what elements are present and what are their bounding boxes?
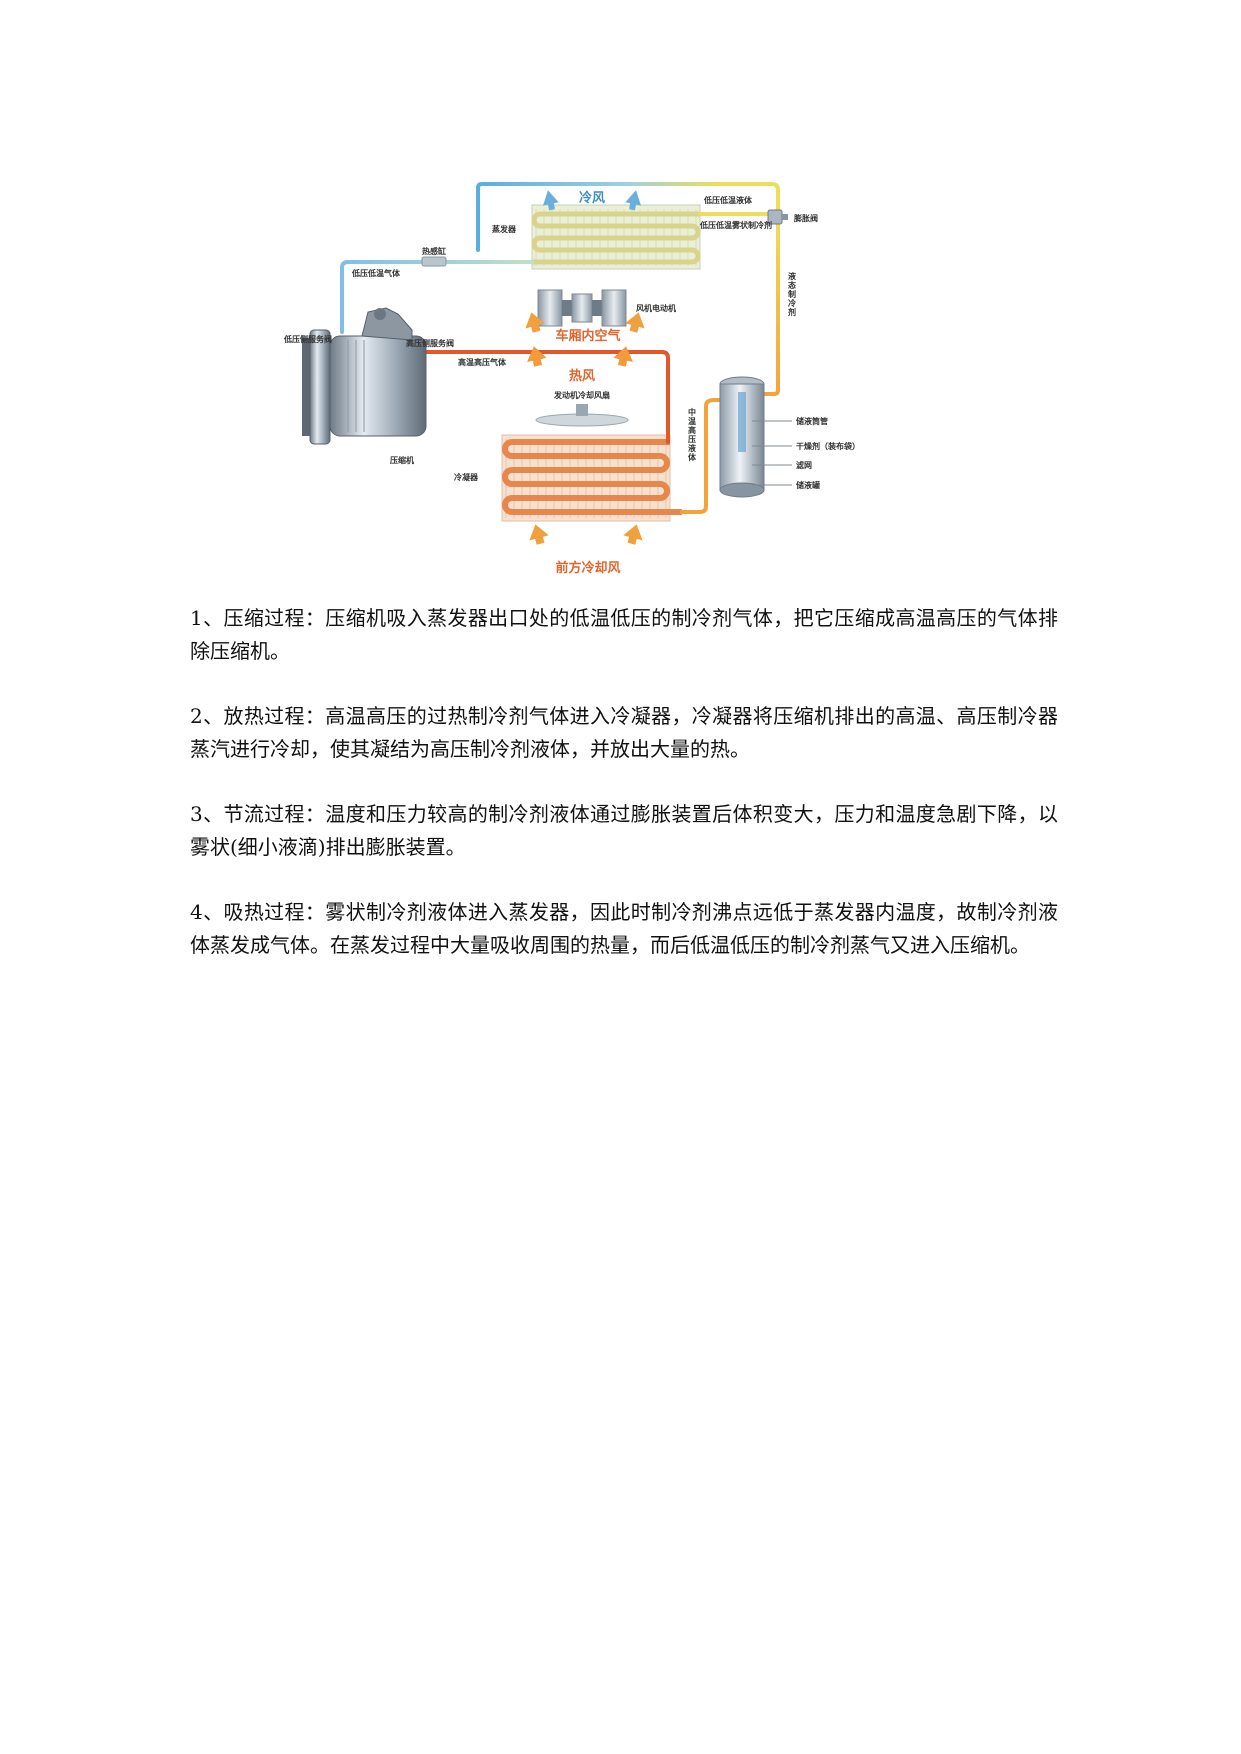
paragraph-heat-absorption: 4、吸热过程：雾状制冷剂液体进入蒸发器，因此时制冷剂沸点远低于蒸发器内温度，故制… — [190, 900, 1058, 957]
line-mid-press-liquid — [680, 398, 724, 514]
line-top-cold — [476, 182, 780, 252]
label-thermal-bulb: 热感缸 — [422, 246, 446, 256]
condenser — [501, 434, 682, 522]
label-receiver-tube: 储液筒管 — [795, 416, 828, 426]
label-high-temp-high-press-gas: 高温高压气体 — [458, 357, 507, 367]
paragraph-throttling: 3、节流过程：温度和压力较高的制冷剂液体通过膨胀装置后体积变大，压力和温度急剧下… — [190, 802, 1058, 859]
cabin-air-arrows — [525, 312, 645, 333]
label-high-side-service-valve: 高压侧服务阀 — [406, 338, 454, 348]
label-evaporator: 蒸发器 — [492, 224, 517, 234]
label-filter: 滤网 — [796, 460, 812, 470]
label-engine-cooling-fan: 发动机冷却风扇 — [553, 390, 610, 400]
label-front-cooling-air: 前方冷却风 — [555, 560, 620, 576]
paragraph-heat-release: 2、放热过程：高温高压的过热制冷剂气体进入冷凝器，冷凝器将压缩机排出的高温、高压… — [190, 704, 1058, 761]
engine-cooling-fan — [535, 404, 629, 427]
receiver-drier — [719, 376, 792, 498]
label-condenser: 冷凝器 — [454, 472, 479, 482]
label-receiver-drier: 储液罐 — [795, 480, 820, 490]
cold-air-arrows — [543, 190, 641, 211]
hot-air-arrows — [527, 346, 633, 367]
ac-refrigeration-cycle-diagram: 冷风 蒸发器 热感缸 低压低温气体 低压低温液体 低压低温雾状制冷剂 膨胀阀 液… — [282, 180, 866, 577]
label-cabin-air: 车厢内空气 — [555, 328, 620, 344]
line-liquid-refrigerant — [758, 214, 780, 396]
thermal-bulb — [421, 256, 447, 267]
label-mid-temp-high-press-liquid: 中温高压液体 — [687, 407, 697, 462]
label-desiccant: 干燥剂（装布袋） — [796, 441, 860, 451]
process-description: 1、压缩过程：压缩机吸入蒸发器出口处的低温低压的制冷剂气体，把它压缩成高温高压的… — [190, 602, 1058, 994]
label-compressor: 压缩机 — [390, 455, 414, 465]
label-fan-motor: 风机电动机 — [636, 303, 676, 313]
line-low-press-gas — [340, 260, 534, 334]
front-cooling-air-arrows — [529, 524, 643, 545]
paragraph-compression: 1、压缩过程：压缩机吸入蒸发器出口处的低温低压的制冷剂气体，把它压缩成高温高压的… — [190, 606, 1058, 663]
label-cold-air: 冷风 — [579, 190, 605, 206]
label-liquid-refrigerant: 液态制冷剂 — [788, 271, 797, 317]
label-low-temp-low-press-gas: 低压低温气体 — [351, 268, 401, 278]
label-low-side-service-valve: 低压侧服务阀 — [283, 334, 332, 344]
evaporator — [531, 204, 701, 270]
label-low-press-low-temp-mist: 低压低温雾状制冷剂 — [699, 220, 772, 230]
expansion-valve — [767, 209, 788, 225]
label-low-press-low-temp-liquid: 低压低温液体 — [703, 195, 753, 205]
label-expansion-valve: 膨胀阀 — [793, 213, 818, 223]
label-hot-air: 热风 — [569, 368, 595, 384]
line-high-press-gas — [410, 350, 670, 444]
fan-motor — [537, 289, 627, 327]
refrigerant-lines — [340, 182, 780, 514]
compressor — [302, 307, 427, 445]
